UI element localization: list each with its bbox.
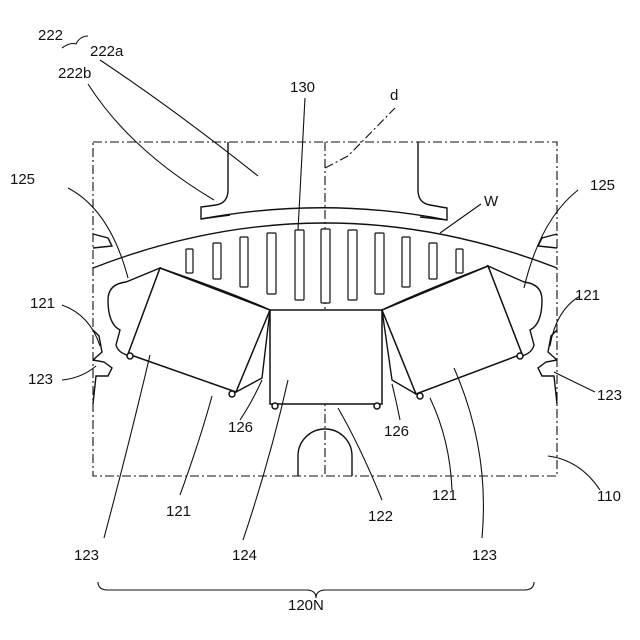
label-125-right: 125: [590, 177, 615, 194]
label-121-bottom-right: 121: [432, 487, 457, 504]
label-222b: 222b: [58, 65, 91, 82]
label-120N: 120N: [288, 597, 324, 614]
label-123-bottom-right: 123: [472, 547, 497, 564]
label-126-right: 126: [384, 423, 409, 440]
label-125-left: 125: [10, 171, 35, 188]
label-122: 122: [368, 508, 393, 525]
label-110: 110: [597, 488, 621, 505]
label-121-right: 121: [575, 287, 600, 304]
label-126-left: 126: [228, 419, 253, 436]
label-124: 124: [232, 547, 257, 564]
label-121-bottom-left: 121: [166, 503, 191, 520]
label-d: d: [390, 87, 398, 104]
label-W: W: [484, 193, 499, 210]
label-222: 222: [38, 27, 63, 44]
stator-tooth-222: [201, 142, 447, 220]
label-222a: 222a: [90, 43, 124, 60]
label-130: 130: [290, 79, 315, 96]
label-123-left: 123: [28, 371, 53, 388]
label-123-bottom-left: 123: [74, 547, 99, 564]
magnet-left-123: [128, 268, 270, 392]
label-121-left: 121: [30, 295, 55, 312]
magnet-center-124: [270, 310, 382, 404]
label-123-right: 123: [597, 387, 622, 404]
